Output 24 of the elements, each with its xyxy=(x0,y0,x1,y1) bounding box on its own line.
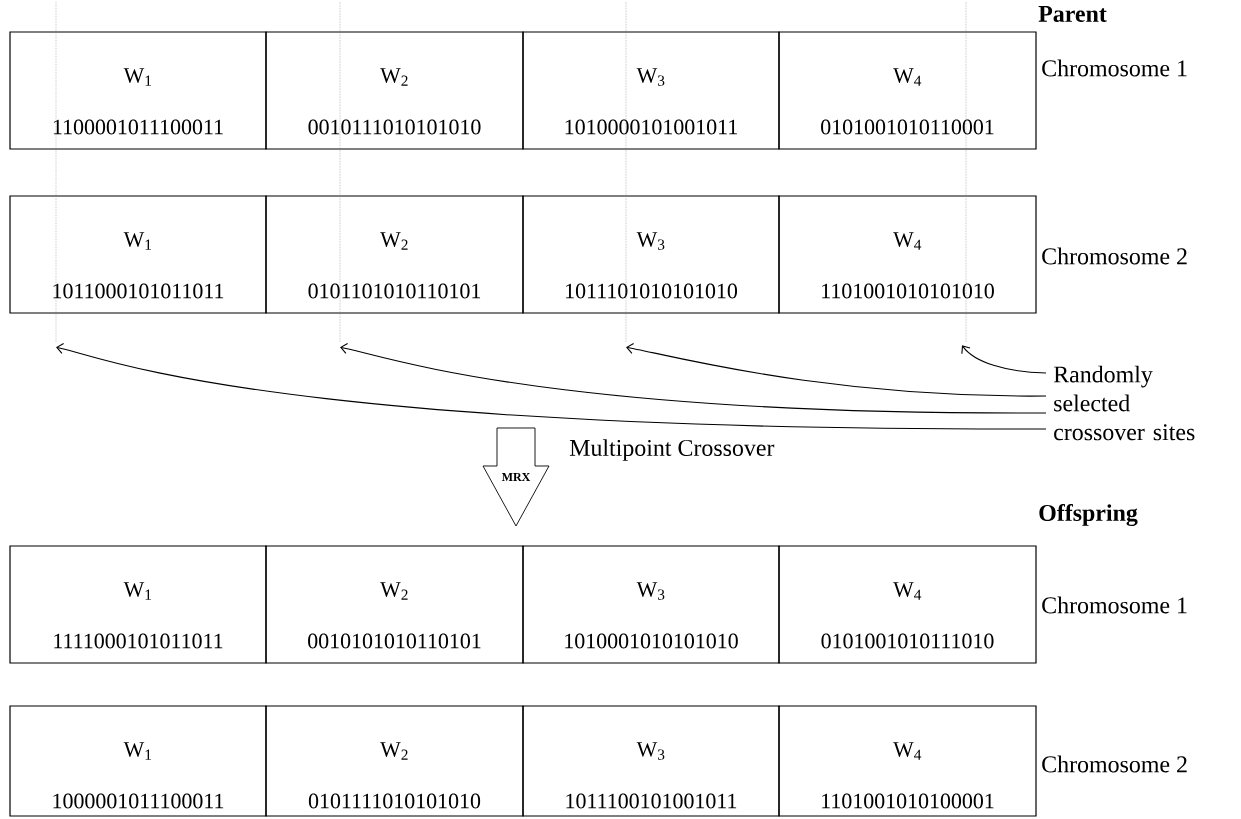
gene-cell: W$_{2}$ 0101111010101010 xyxy=(265,705,524,817)
gene-cell: W$_{1}$ 1000001011100011 xyxy=(9,705,267,817)
gene-cell: W$_{2}$ 0010111010101010 xyxy=(265,31,524,150)
gene-cell: W$_{3}$ 1010001010101010 xyxy=(522,545,780,664)
gene-cell: W$_{4}$ 1101001010100001 xyxy=(778,705,1037,817)
arrow-caption: Multipoint Crossover xyxy=(569,439,775,461)
gene-cell: W$_{3}$ 1011100101001011 xyxy=(522,705,780,817)
gene-cell: W$_{1}$ 1111000101011011 xyxy=(9,545,267,664)
gene-cell: W$_{2}$ 0010101010110101 xyxy=(265,545,524,664)
section-heading: Parent xyxy=(1038,6,1107,22)
gene-cell: W$_{4}$ 0101001010111010 xyxy=(778,545,1037,664)
gene-cell: W$_{4}$ 0101001010110001 xyxy=(778,31,1037,150)
curved-arrow xyxy=(961,345,1047,374)
section-heading: Offspring xyxy=(1039,503,1138,527)
curved-arrow xyxy=(340,342,1047,414)
annotation-text: Randomly selected crossover sites xyxy=(1053,365,1195,441)
gene-cell: W$_{1}$ 1100001011100011 xyxy=(9,31,267,150)
gene-cell: W$_{1}$ 1011000101011011 xyxy=(9,195,267,314)
gene-cell: W$_{3}$ 1010000101001011 xyxy=(522,31,780,150)
gene-cell: W$_{3}$ 1011101010101010 xyxy=(522,195,780,314)
gene-cell: W$_{4}$ 1101001010101010 xyxy=(778,195,1037,314)
curved-arrow xyxy=(626,342,1047,397)
curved-arrow xyxy=(56,342,1047,430)
gene-cell: W$_{2}$ 0101101010110101 xyxy=(265,195,524,314)
